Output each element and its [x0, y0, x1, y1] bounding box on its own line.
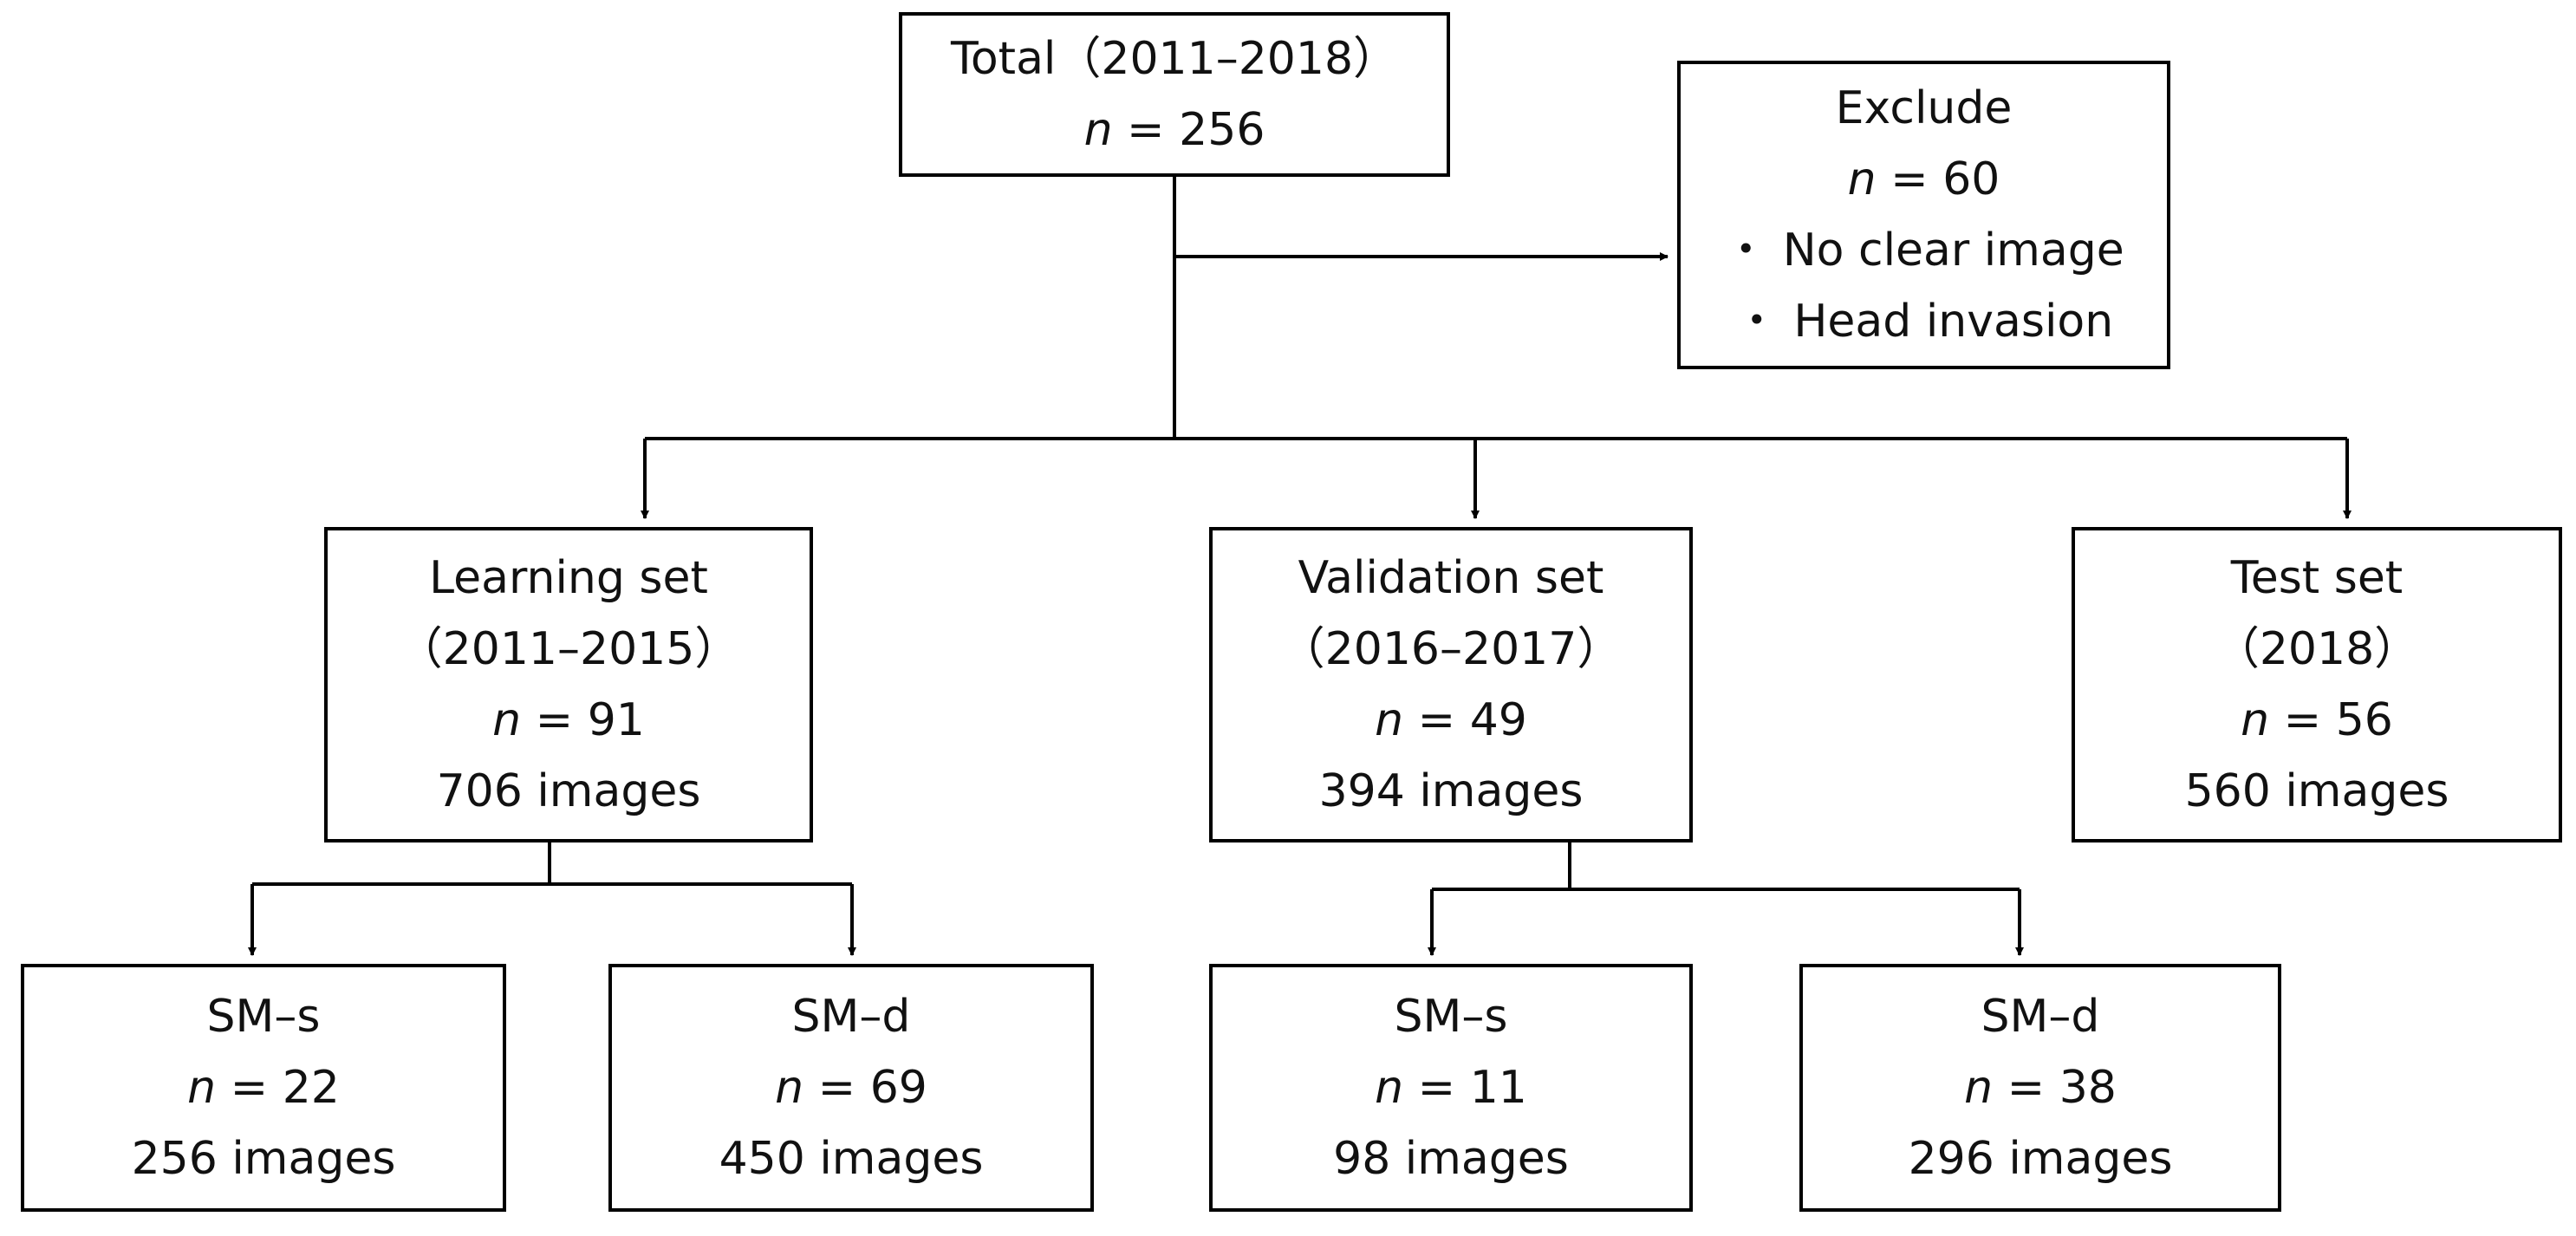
- exclude-title: Exclude: [1835, 82, 2013, 134]
- test-years: （2018）: [2214, 623, 2420, 675]
- validation-sms-images: 98 images: [1333, 1133, 1569, 1185]
- validation-smd-box: SM–d n = 38 296 images: [1799, 964, 2281, 1212]
- learning-n: n = 91: [492, 694, 645, 746]
- test-set-box: Test set （2018） n = 56 560 images: [2072, 527, 2562, 842]
- validation-images: 394 images: [1318, 765, 1584, 817]
- total-title: Total（2011–2018）: [950, 33, 1399, 85]
- validation-smd-images: 296 images: [1908, 1133, 2173, 1185]
- learning-sms-box: SM–s n = 22 256 images: [21, 964, 506, 1212]
- validation-years: （2016–2017）: [1279, 623, 1623, 675]
- validation-sms-n: n = 11: [1375, 1062, 1527, 1114]
- validation-smd-title: SM–d: [1981, 991, 2100, 1043]
- validation-set-box: Validation set （2016–2017） n = 49 394 im…: [1209, 527, 1693, 842]
- exclude-reason: ・ Head invasion: [1734, 296, 2114, 348]
- exclude-n: n = 60: [1847, 153, 2000, 205]
- test-n: n = 56: [2241, 694, 2393, 746]
- test-title: Test set: [2230, 552, 2404, 604]
- total-box: Total（2011–2018） n = 256: [899, 12, 1450, 177]
- exclude-box: Exclude n = 60 ・ No clear image ・ Head i…: [1677, 61, 2170, 369]
- learning-sms-n: n = 22: [187, 1062, 340, 1114]
- learning-set-box: Learning set （2011–2015） n = 91 706 imag…: [324, 527, 813, 842]
- total-n: n = 256: [1083, 104, 1265, 156]
- learning-smd-title: SM–d: [791, 991, 911, 1043]
- learning-sms-images: 256 images: [131, 1133, 396, 1185]
- test-images: 560 images: [2184, 765, 2449, 817]
- learning-smd-images: 450 images: [719, 1133, 984, 1185]
- learning-years: （2011–2015）: [397, 623, 740, 675]
- validation-sms-title: SM–s: [1394, 991, 1508, 1043]
- validation-sms-box: SM–s n = 11 98 images: [1209, 964, 1693, 1212]
- learning-smd-n: n = 69: [775, 1062, 927, 1114]
- exclude-reason: ・ No clear image: [1723, 224, 2124, 276]
- learning-sms-title: SM–s: [206, 991, 321, 1043]
- learning-smd-box: SM–d n = 69 450 images: [608, 964, 1094, 1212]
- validation-smd-n: n = 38: [1964, 1062, 2117, 1114]
- validation-title: Validation set: [1298, 552, 1604, 604]
- validation-n: n = 49: [1375, 694, 1527, 746]
- learning-title: Learning set: [429, 552, 708, 604]
- learning-images: 706 images: [436, 765, 701, 817]
